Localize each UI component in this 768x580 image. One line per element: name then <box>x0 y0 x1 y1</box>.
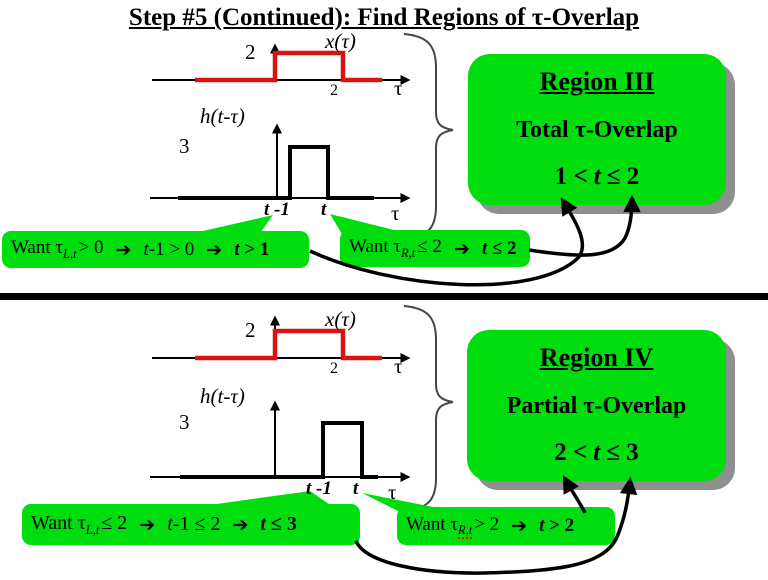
tau-subscript: L,t <box>63 246 77 261</box>
top-h-axis-label: τ <box>391 201 400 225</box>
callout-prefix: Want τ <box>11 237 64 259</box>
tau-subscript: R,t <box>458 523 473 540</box>
implies-arrow-icon: ➔ <box>139 513 156 536</box>
region-iii-box: Region III Total τ-Overlap 1 <t≤ 2 <box>468 54 726 205</box>
top-x-plot <box>152 43 411 85</box>
callout-result: t > 2 <box>539 515 574 537</box>
top-h-right-tick-label: t <box>321 199 327 220</box>
result-rest: > 1 <box>239 238 270 260</box>
region-iii-overlap-text: Total τ-Overlap <box>516 116 678 143</box>
var-t: t <box>143 238 149 260</box>
top-left-callout-bar: Want τL,t> 0 ➔ t-1 > 0 ➔ t > 1 <box>2 231 309 268</box>
bottom-h-axis-label: τ <box>388 480 397 504</box>
region-iv-box: Region IV Partial τ-Overlap 2 <t≤ 3 <box>467 330 726 481</box>
callout-prefix: Want τ <box>31 511 86 534</box>
region-iv-title: Region IV <box>539 343 654 372</box>
region-iv-overlap-text: Partial τ-Overlap <box>506 392 687 419</box>
top-h-plot <box>150 123 411 203</box>
top-right-callout-bar: Want τR,t≤ 2 ➔ t ≤ 2 <box>340 230 530 267</box>
bottom-x-amplitude-label: 2 <box>245 318 256 342</box>
top-x-pulse <box>195 50 382 83</box>
implies-arrow-icon: ➔ <box>232 513 249 536</box>
top-x-signal-label: x(τ) <box>325 29 356 53</box>
callout-want: Want τL,t≤ 2 <box>31 512 127 538</box>
tau-subscript: R,t <box>401 245 416 260</box>
bottom-h-amplitude-label: 3 <box>179 410 190 434</box>
slide-title: Step #5 (Continued): Find Regions of τ-O… <box>128 4 640 31</box>
callout-prefix: Want τ <box>349 236 402 258</box>
callout-want: Want τL,t> 0 <box>11 237 104 262</box>
top-h-amplitude-label: 3 <box>179 134 190 158</box>
implies-arrow-icon: ➔ <box>115 238 132 261</box>
top-x-amplitude-label: 2 <box>245 40 256 64</box>
callout-condition: > 0 <box>78 237 104 259</box>
top-x-tick-label: 2 <box>330 82 338 99</box>
range-pre: 1 < <box>554 163 588 190</box>
region-iii-title: Region III <box>539 67 655 96</box>
callout-condition: ≤ 2 <box>417 236 442 258</box>
callout-condition: > 2 <box>474 513 500 535</box>
top-h-pulse <box>178 145 374 200</box>
bottom-x-signal-label: x(τ) <box>325 307 356 331</box>
bottom-left-callout-bar: Want τL,t≤ 2 ➔ t-1 ≤ 2 ➔ t ≤ 3 <box>22 504 360 545</box>
var-t: t <box>234 238 240 260</box>
bottom-x-pulse <box>195 328 382 361</box>
var-t: t <box>167 513 173 535</box>
bottom-x-plot <box>152 315 411 363</box>
top-h-signal-label: h(t-τ) <box>200 104 245 128</box>
bottom-h-pulse <box>180 421 378 479</box>
result-rest: ≤ 3 <box>265 513 297 535</box>
top-h-left-tick-label: t -1 <box>264 199 290 220</box>
bottom-brace <box>403 305 454 512</box>
implies-arrow-icon: ➔ <box>453 237 470 260</box>
bottom-h-signal-label: h(t-τ) <box>200 384 245 408</box>
range-var: t <box>593 439 601 466</box>
callout-step: t-1 ≤ 2 <box>167 513 220 536</box>
callout-condition: ≤ 2 <box>101 511 128 534</box>
step-rest: -1 > 0 <box>148 238 195 260</box>
top-x-axis-label: τ <box>394 76 403 100</box>
step-rest: -1 ≤ 2 <box>172 513 221 535</box>
implies-arrow-icon: ➔ <box>206 238 223 261</box>
bottom-x-axis-label: τ <box>394 354 403 378</box>
callout-result: t ≤ 2 <box>482 238 517 260</box>
bottom-h-right-tick-label: t <box>353 478 359 499</box>
bottom-right-callout-bar: Want τR,t> 2 ➔ t > 2 <box>397 507 615 545</box>
callout-want: Want τR,t≤ 2 <box>349 236 442 261</box>
result-rest: > 2 <box>544 515 575 536</box>
implies-arrow-icon: ➔ <box>511 515 528 537</box>
region-iii-range: 1 <t≤ 2 <box>555 163 639 191</box>
range-post: ≤ 3 <box>606 439 639 466</box>
tau-subscript: L,t <box>85 522 100 537</box>
result-rest: ≤ 2 <box>487 237 517 259</box>
region-iv-range: 2 <t≤ 3 <box>554 439 638 467</box>
panel-divider <box>0 293 768 300</box>
bottom-h-left-tick-label: t -1 <box>306 478 332 499</box>
callout-want: Want τR,t> 2 <box>406 513 500 540</box>
top-left-callout-pointer <box>181 215 273 236</box>
callout-prefix: Want τ <box>406 513 459 535</box>
range-var: t <box>593 163 601 190</box>
callout-result: t > 1 <box>234 239 269 261</box>
callout-step: t-1 > 0 <box>143 239 194 261</box>
range-post: ≤ 2 <box>606 163 640 190</box>
bottom-x-tick-label: 2 <box>330 360 338 377</box>
range-pre: 2 < <box>554 439 588 466</box>
top-brace <box>403 33 454 240</box>
callout-result: t ≤ 3 <box>260 513 297 536</box>
var-t: t <box>260 513 266 535</box>
bottom-h-plot <box>150 400 411 482</box>
